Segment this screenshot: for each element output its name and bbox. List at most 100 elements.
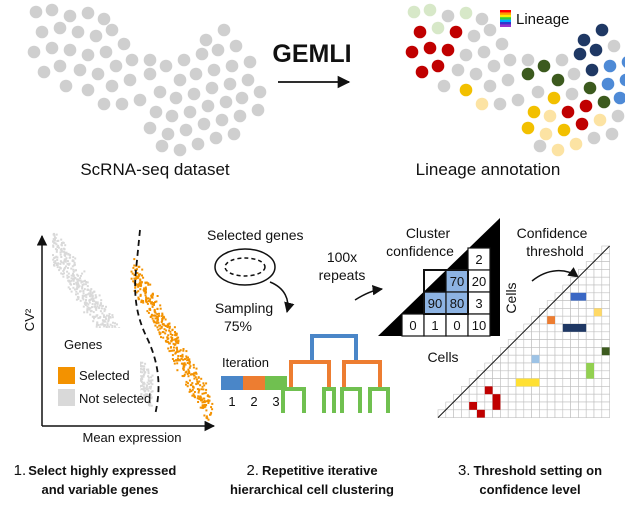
iteration-swatch <box>265 376 287 390</box>
gene-point <box>93 317 95 320</box>
cell-dot <box>63 43 77 57</box>
gene-point <box>137 298 140 301</box>
cell-dot <box>223 77 237 91</box>
cell-dot <box>253 85 267 99</box>
cell-dot <box>483 79 497 93</box>
dendrogram-level-2-left <box>289 360 331 387</box>
gene-point <box>156 326 159 329</box>
gene-point <box>87 303 90 306</box>
matrix-grid-cell <box>507 393 517 403</box>
gene-point <box>94 301 97 304</box>
gene-point <box>52 254 54 257</box>
gene-point <box>72 256 75 259</box>
gene-point <box>145 291 147 294</box>
matrix-grid-cell <box>570 378 579 387</box>
gene-point <box>142 276 145 279</box>
gene-point <box>145 388 148 391</box>
gene-point <box>178 359 180 361</box>
matrix-grid-cell <box>585 292 595 301</box>
gene-point <box>62 270 65 272</box>
cell-dot <box>53 21 67 35</box>
matrix-grid-cell <box>562 308 571 317</box>
step2-caption-line2: hierarchical cell clustering <box>230 482 394 497</box>
gene-point <box>147 375 150 378</box>
gene-point <box>55 255 58 258</box>
matrix-cell-value: 80 <box>450 296 464 311</box>
matrix-grid-cell <box>531 331 540 340</box>
matrix-grid-cell <box>492 378 501 387</box>
matrix-grid-cell <box>531 370 540 379</box>
gene-point <box>147 402 150 405</box>
gene-point <box>149 393 152 396</box>
gene-point <box>195 378 198 381</box>
gene-point <box>188 371 190 374</box>
gene-point <box>174 331 176 333</box>
gene-point <box>88 308 91 311</box>
cell-dot <box>227 127 241 141</box>
matrix-grid-cell <box>500 409 509 418</box>
gene-point <box>94 303 97 306</box>
gene-point <box>85 281 88 283</box>
gene-point <box>205 409 208 412</box>
matrix-cell-value: 0 <box>453 318 460 333</box>
matrix-grid-cell <box>523 393 532 403</box>
gene-point <box>189 388 192 391</box>
matrix-grid-cell <box>507 401 517 411</box>
gene-point <box>197 391 200 394</box>
gene-point <box>86 311 89 314</box>
gene-point <box>82 295 85 298</box>
gene-point <box>170 346 172 349</box>
gene-point <box>191 382 194 385</box>
cell-dot <box>593 113 607 127</box>
gene-point <box>137 285 140 288</box>
gene-point <box>133 258 136 261</box>
matrix-grid-cell <box>531 393 540 403</box>
matrix-grid-cell <box>578 276 587 286</box>
gene-point <box>93 305 96 308</box>
gene-point <box>133 277 136 280</box>
matrix-grid-cell <box>593 409 603 418</box>
gene-point <box>66 276 69 279</box>
gene-point <box>140 384 143 387</box>
lineage-block <box>547 316 555 324</box>
cell-dot <box>567 67 581 81</box>
matrix-grid-cell <box>539 362 548 372</box>
matrix-grid-cell <box>570 393 579 403</box>
gene-point <box>151 374 154 377</box>
gene-point <box>96 305 99 308</box>
gene-point <box>147 383 150 385</box>
cell-dot <box>521 67 535 81</box>
gene-point <box>84 279 86 282</box>
matrix-grid-cell <box>484 370 493 379</box>
gene-point <box>149 316 152 318</box>
gene-point <box>172 342 175 345</box>
gene-point <box>168 327 171 330</box>
cell-dot <box>169 91 183 105</box>
gene-point <box>144 294 147 297</box>
matrix-grid-cell <box>523 331 532 340</box>
cell-dot <box>241 73 255 87</box>
cell-dot <box>487 59 501 73</box>
iteration-number: 2 <box>250 394 257 409</box>
gene-point <box>72 270 75 273</box>
cell-dot <box>251 103 265 117</box>
cell-dot <box>27 45 41 59</box>
gene-point <box>73 277 76 280</box>
gene-point <box>165 329 168 332</box>
gene-point <box>81 272 84 275</box>
gene-point <box>91 303 94 306</box>
matrix-grid-cell <box>570 354 579 364</box>
matrix-grid-cell <box>515 401 525 411</box>
gene-point <box>163 316 166 319</box>
gene-point <box>112 321 114 324</box>
gene-point <box>79 279 82 282</box>
gene-point <box>139 278 142 281</box>
gene-point <box>200 388 203 391</box>
matrix-grid-cell <box>539 354 548 364</box>
matrix-grid-cell <box>585 284 595 294</box>
gene-point <box>203 384 206 387</box>
gene-point <box>76 287 79 290</box>
gene-point <box>201 404 204 407</box>
gene-point <box>150 382 153 385</box>
gene-point <box>106 323 109 326</box>
